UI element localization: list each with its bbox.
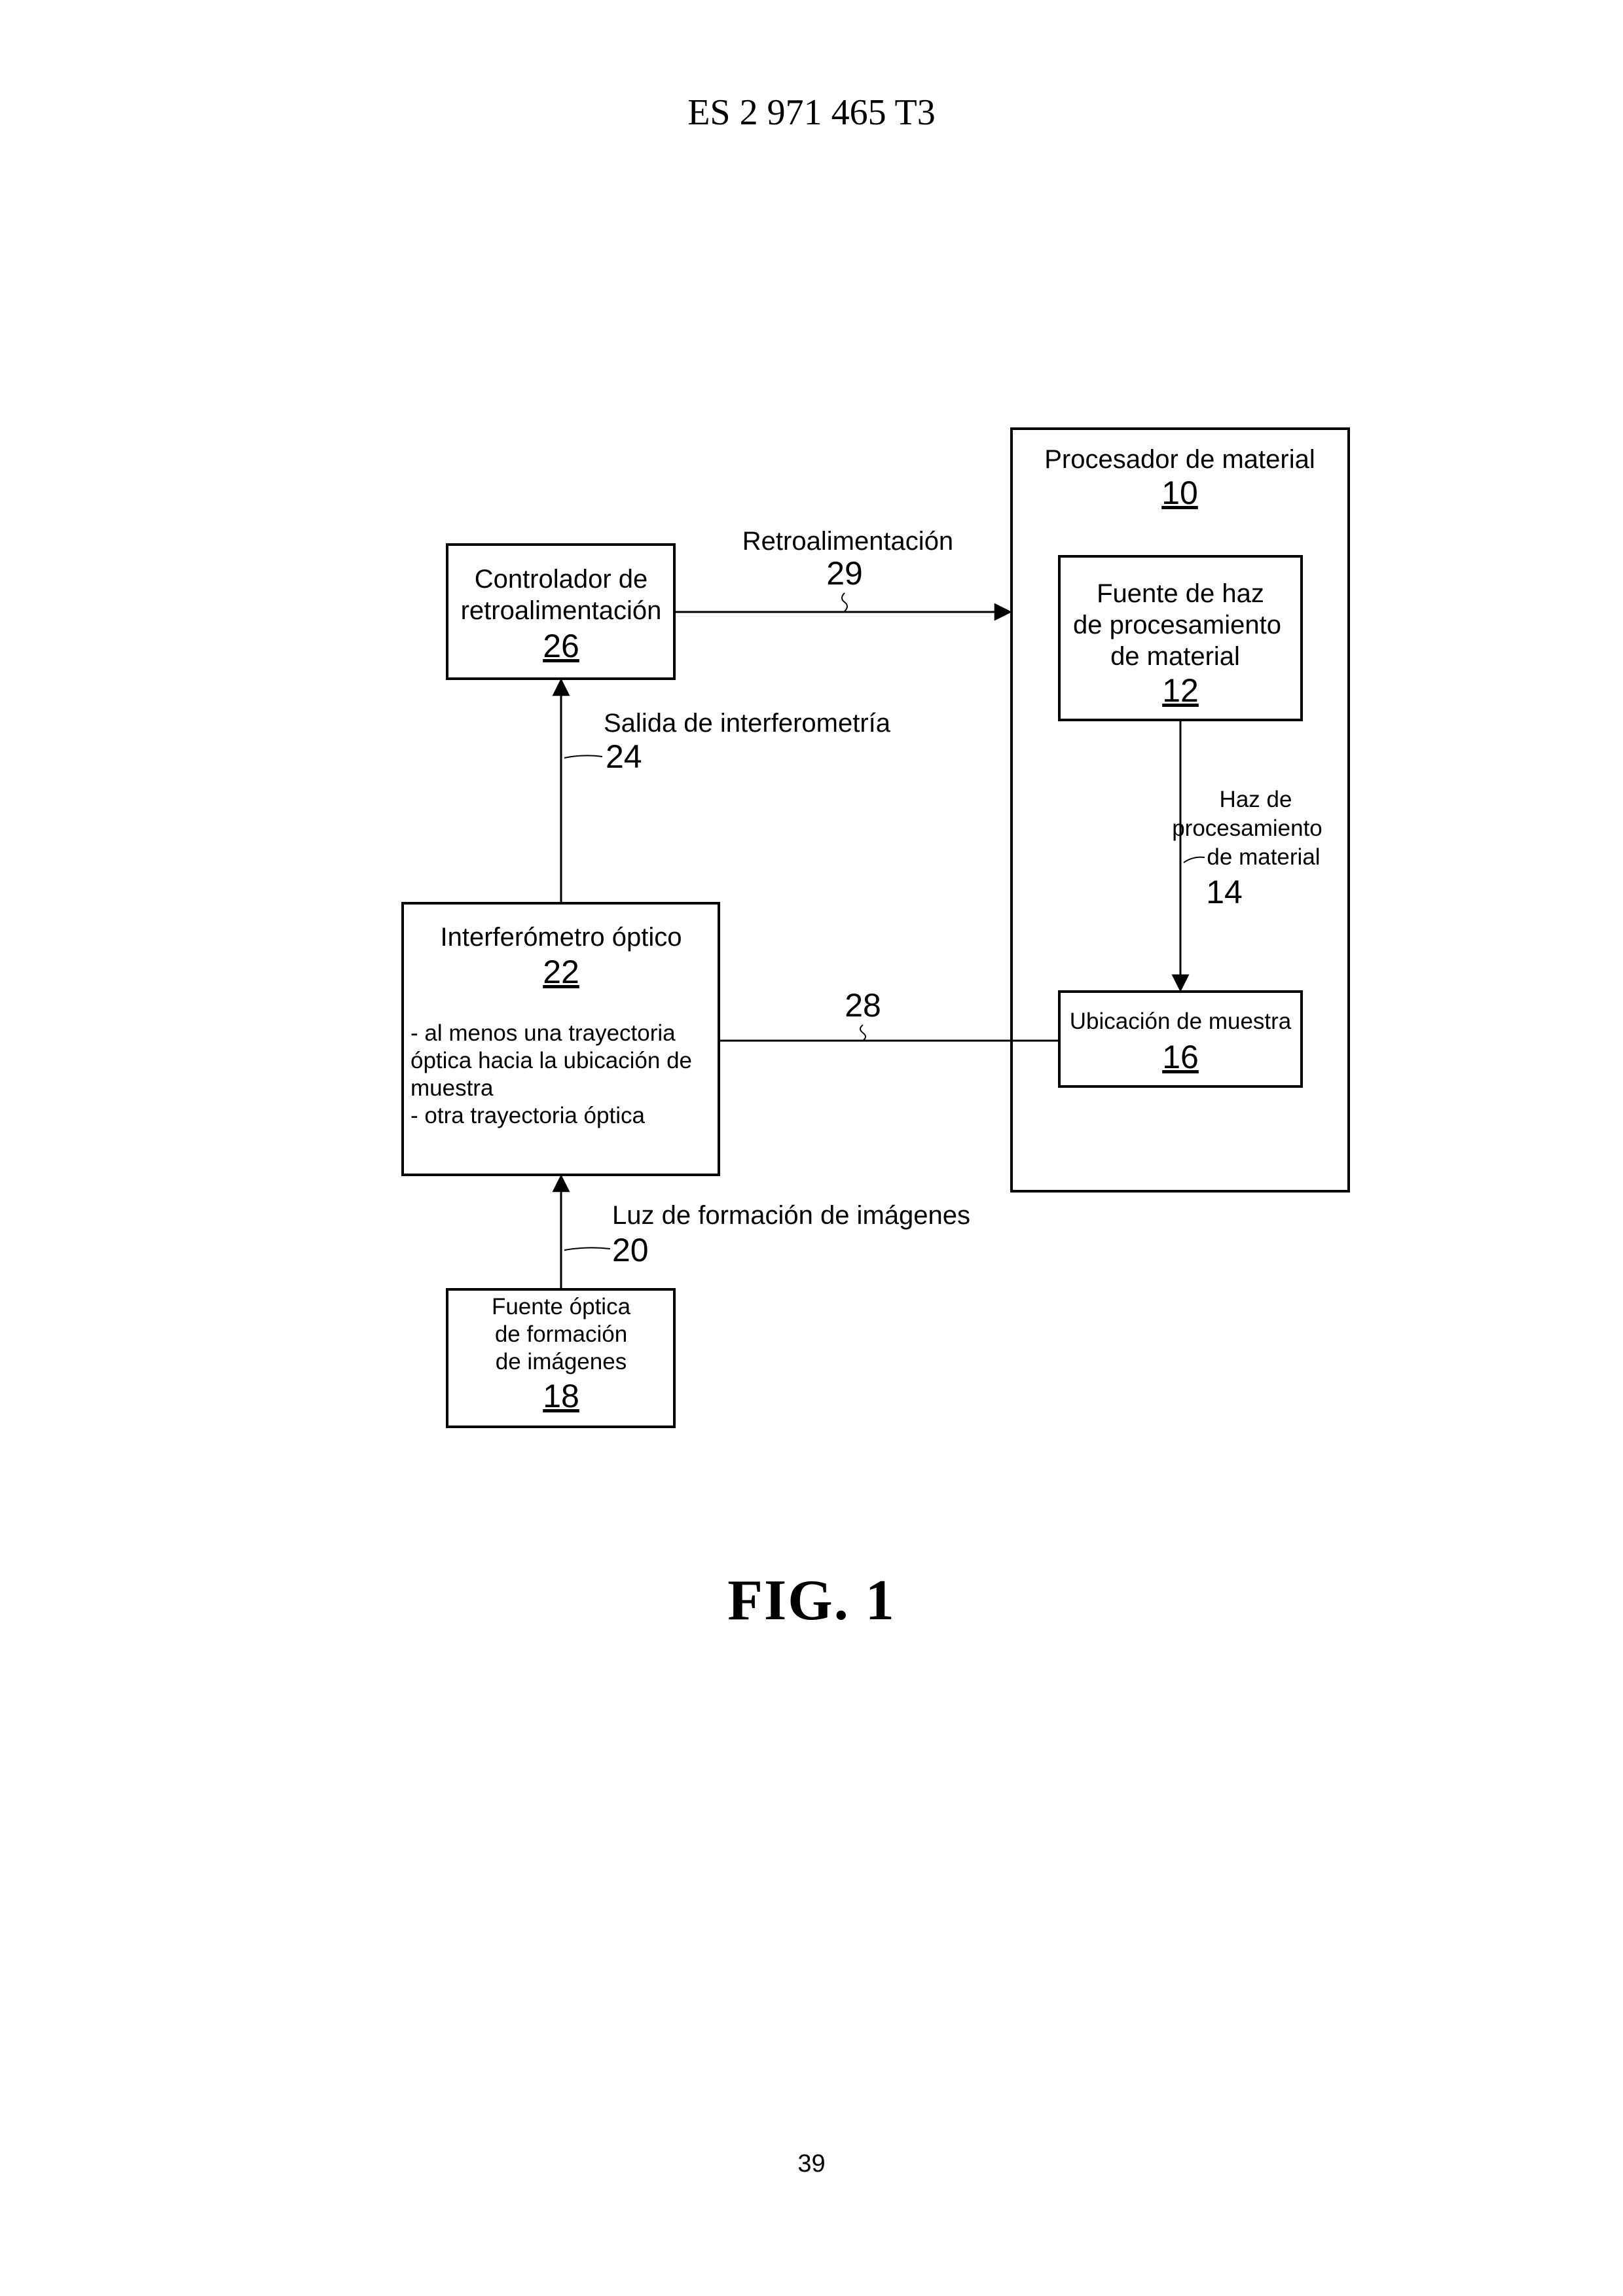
interferometer-desc-3: muestra	[410, 1075, 494, 1101]
feedback-controller-ref: 26	[543, 628, 579, 664]
beam-source-line1: Fuente de haz	[1097, 579, 1264, 608]
interferometer-desc-2: óptica hacia la ubicación de	[410, 1048, 692, 1073]
feedback-connection: Retroalimentación 29	[674, 527, 1010, 612]
interferometer-title: Interferómetro óptico	[440, 923, 682, 952]
material-processor-title: Procesador de material	[1044, 445, 1315, 474]
imaging-light-ref: 20	[612, 1232, 649, 1268]
sample-path-connection: 28	[719, 987, 1059, 1041]
interferometer-block: Interferómetro óptico 22 - al menos una …	[403, 903, 719, 1175]
interferometry-output-connection: Salida de interferometría 24	[561, 680, 891, 903]
feedback-controller-block: Controlador de retroalimentación 26	[447, 545, 674, 679]
beam-source-line3: de material	[1110, 642, 1240, 671]
imaging-source-line1: Fuente óptica	[492, 1294, 631, 1319]
processing-beam-line3: de material	[1207, 844, 1320, 870]
material-processor-ref: 10	[1161, 475, 1198, 511]
sample-path-ref: 28	[845, 987, 881, 1024]
interferometry-output-label: Salida de interferometría	[604, 709, 891, 738]
feedback-ref: 29	[826, 555, 863, 592]
imaging-source-block: Fuente óptica de formación de imágenes 1…	[447, 1289, 674, 1427]
feedback-controller-line1: Controlador de	[475, 565, 648, 594]
beam-source-block: Fuente de haz de procesamiento de materi…	[1059, 556, 1302, 720]
interferometer-desc-4: - otra trayectoria óptica	[410, 1103, 645, 1128]
processing-beam-line1: Haz de	[1220, 787, 1292, 812]
figure-caption: FIG. 1	[0, 1568, 1623, 1634]
imaging-light-connection: Luz de formación de imágenes 20	[561, 1176, 970, 1289]
sample-location-block: Ubicación de muestra 16	[1059, 992, 1302, 1086]
sample-location-ref: 16	[1162, 1039, 1199, 1075]
imaging-light-label: Luz de formación de imágenes	[612, 1201, 970, 1230]
processing-beam-ref: 14	[1206, 874, 1243, 910]
interferometer-ref: 22	[543, 954, 579, 990]
processing-beam-line2: procesamiento	[1172, 816, 1322, 841]
beam-source-ref: 12	[1162, 672, 1199, 709]
beam-source-line2: de procesamiento	[1073, 611, 1281, 639]
feedback-label: Retroalimentación	[742, 527, 953, 556]
feedback-controller-line2: retroalimentación	[461, 596, 662, 625]
page-number: 39	[0, 2150, 1623, 2178]
imaging-source-line3: de imágenes	[496, 1349, 627, 1374]
imaging-source-line2: de formación	[495, 1321, 627, 1347]
imaging-source-ref: 18	[543, 1378, 579, 1414]
sample-location-title: Ubicación de muestra	[1070, 1009, 1292, 1034]
interferometry-output-ref: 24	[606, 738, 642, 775]
interferometer-desc-1: - al menos una trayectoria	[410, 1020, 676, 1046]
processing-beam-connection: Haz de procesamiento de material 14	[1172, 720, 1322, 990]
